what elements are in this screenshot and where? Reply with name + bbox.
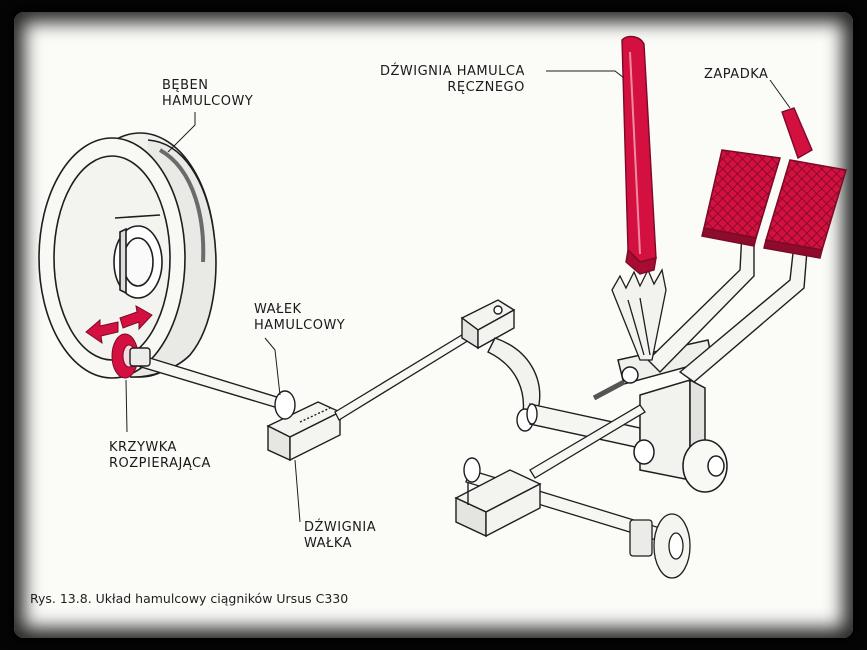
label-expanding-cam-line2: ROZPIERAJĄCA <box>109 456 211 471</box>
label-brake-drum-line1: BĘBEN <box>162 78 209 93</box>
label-handbrake-lever: DŹWIGNIA HAMULCA RĘCZNEGO <box>380 64 525 96</box>
figure-caption: Rys. 13.8. Układ hamulcowy ciągników Urs… <box>30 591 349 606</box>
label-handbrake-lever-line1: DŹWIGNIA HAMULCA <box>380 64 525 79</box>
label-expanding-cam-line1: KRZYWKA <box>109 440 177 455</box>
label-shaft-lever-line1: DŹWIGNIA <box>304 520 377 535</box>
shaft-lever <box>266 390 342 462</box>
label-shaft-lever-line2: WAŁKA <box>304 536 353 551</box>
label-brake-shaft-line2: HAMULCOWY <box>254 318 346 333</box>
brake-pedal-left <box>701 149 781 247</box>
cam-arrows <box>85 305 153 379</box>
label-shaft-lever: DŹWIGNIA WAŁKA <box>304 520 376 552</box>
lower-clevis <box>454 457 542 538</box>
leader-lines <box>125 70 791 523</box>
pedal-bracket <box>592 339 728 493</box>
lower-rod <box>465 404 691 579</box>
label-brake-drum: BĘBEN HAMULCOWY <box>162 78 253 110</box>
linkage-rod <box>334 329 475 421</box>
label-brake-drum-line2: HAMULCOWY <box>162 94 254 109</box>
label-brake-shaft: WAŁEK HAMULCOWY <box>254 302 345 334</box>
handbrake-lever <box>621 35 657 275</box>
ratchet-quadrant <box>611 268 667 361</box>
label-brake-shaft-line1: WAŁEK <box>254 302 302 317</box>
label-pawl: ZAPADKA <box>704 67 769 82</box>
pawl <box>781 107 813 160</box>
brake-system-illustration <box>38 35 847 579</box>
pedal-arms <box>647 231 809 383</box>
diagram-canvas: BĘBEN HAMULCOWY DŹWIGNIA HAMULCA RĘCZNEG… <box>14 12 853 638</box>
label-expanding-cam: KRZYWKA ROZPIERAJĄCA <box>109 440 211 472</box>
brake-pedal-right <box>763 159 847 259</box>
cross-shaft <box>526 403 641 449</box>
rod-clevis <box>460 299 516 350</box>
label-handbrake-lever-line2: RĘCZNEGO <box>447 80 525 95</box>
